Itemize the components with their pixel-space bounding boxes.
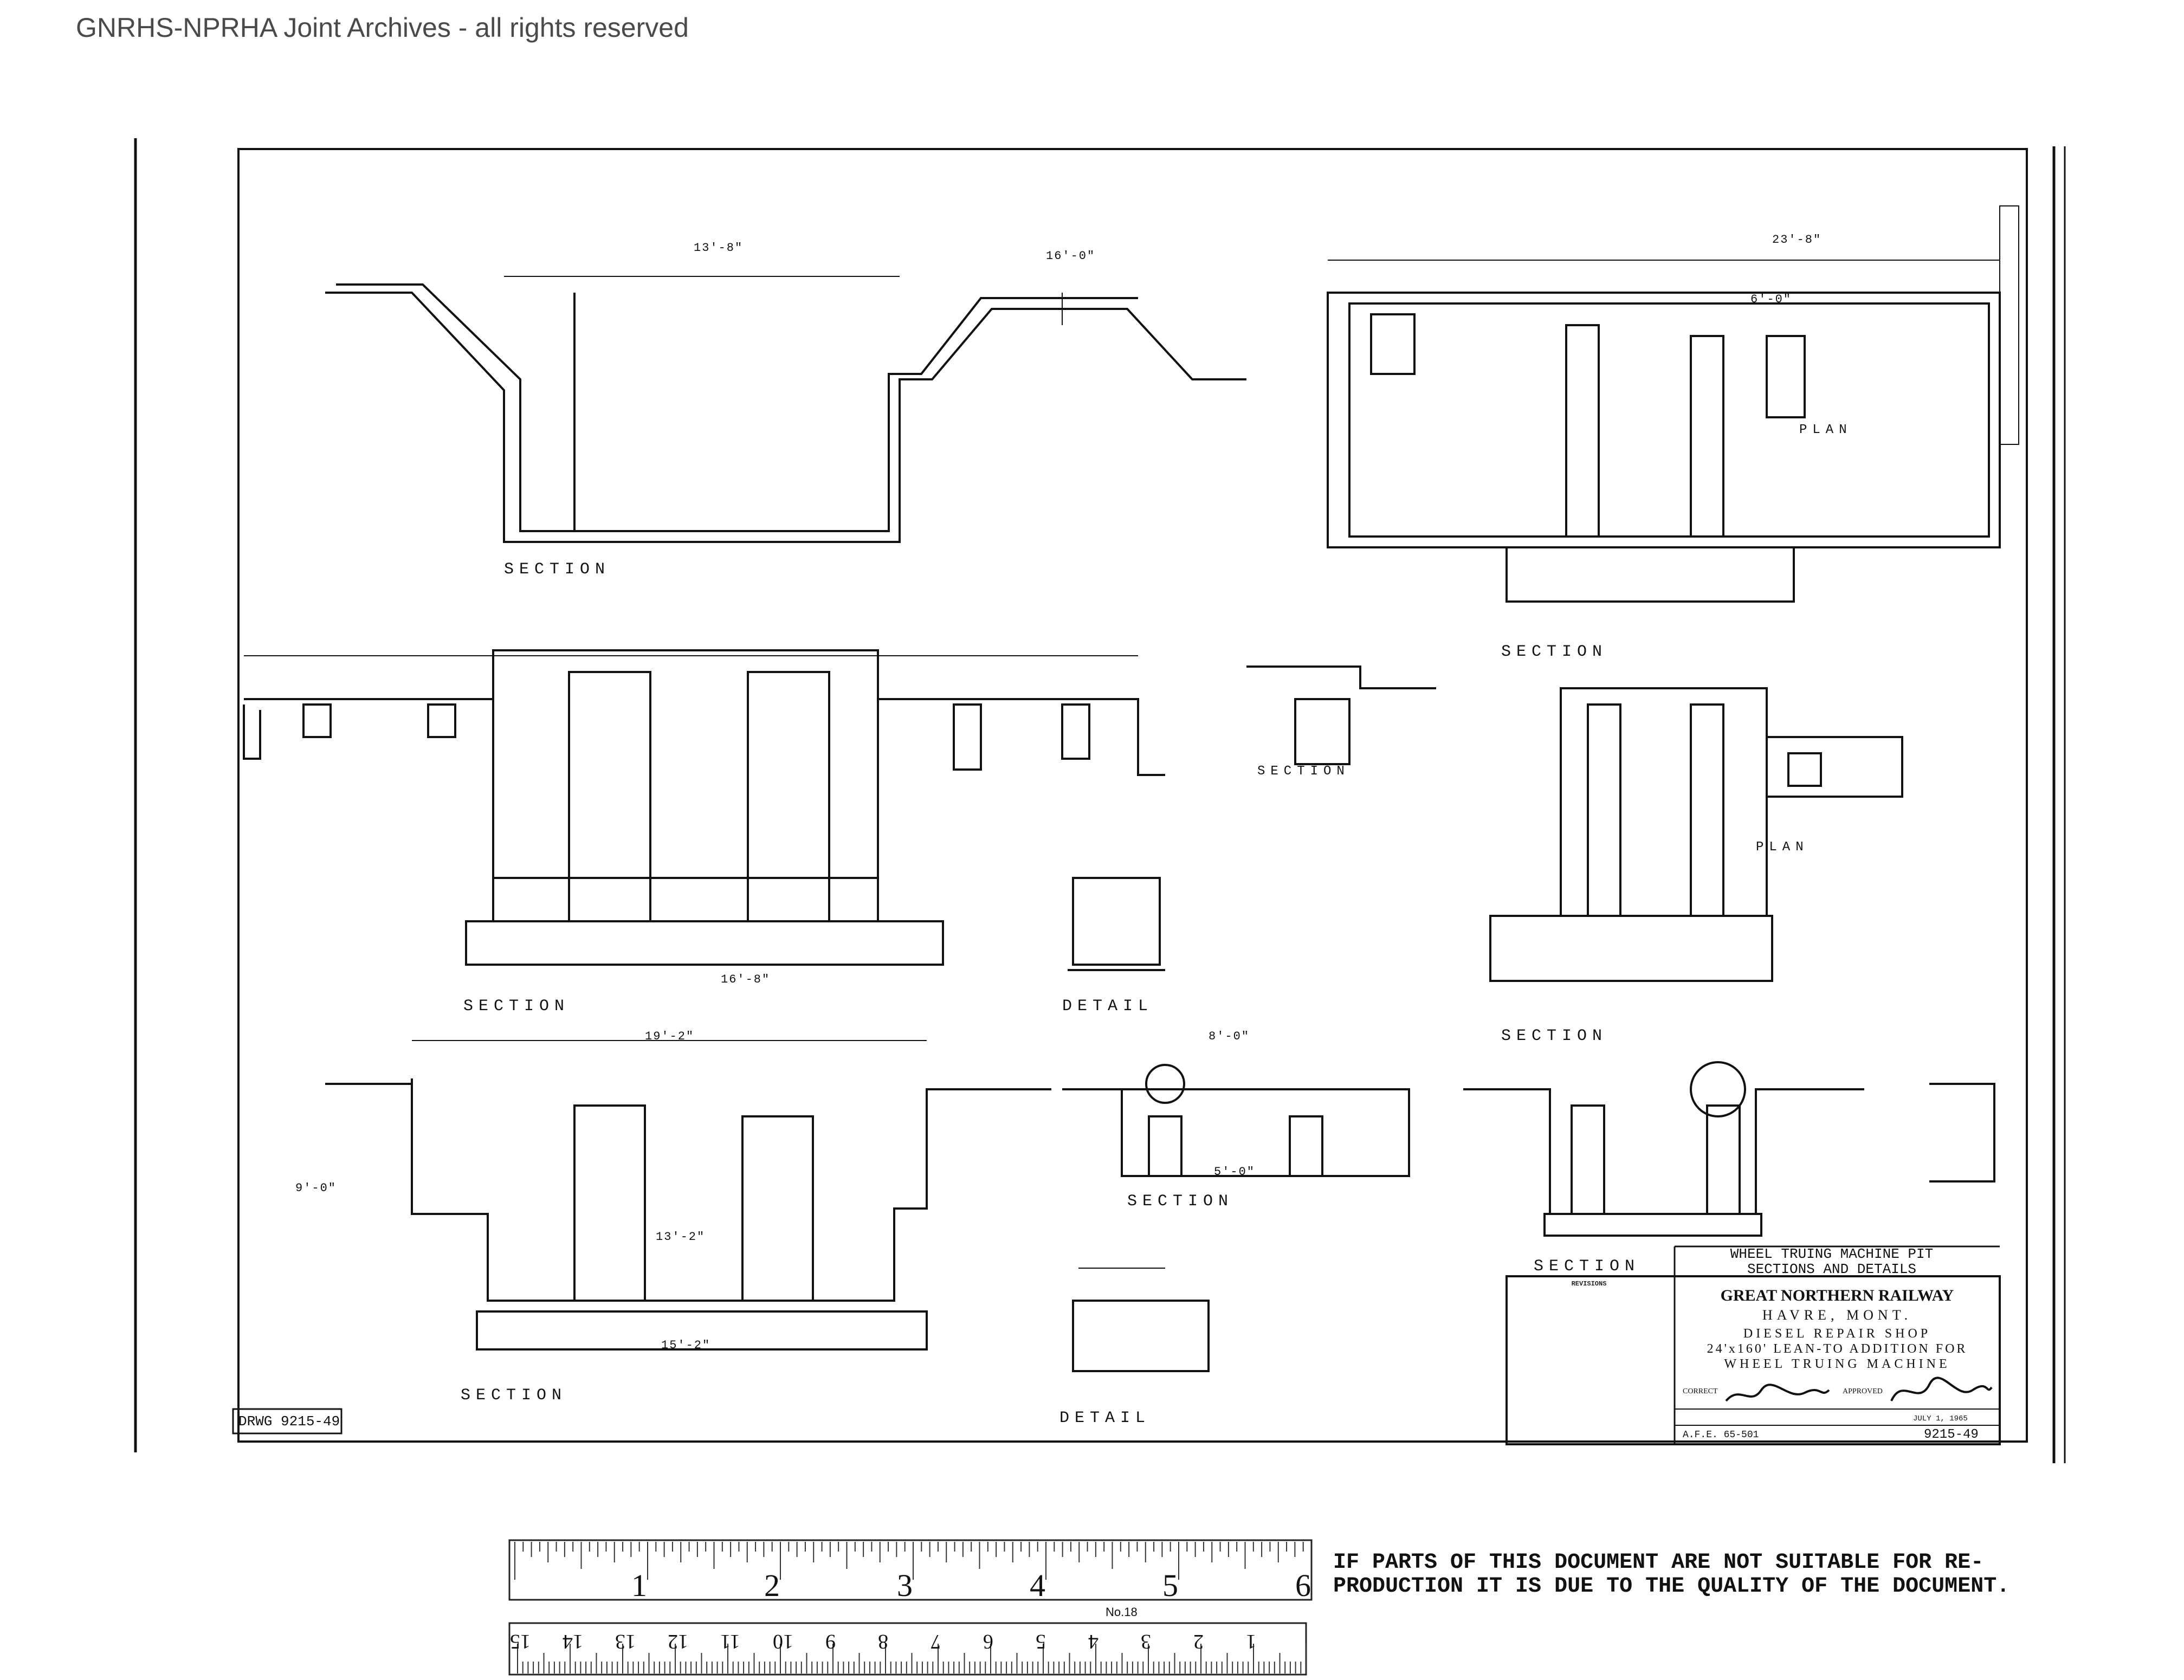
ruler-cm-number: 1 — [1246, 1630, 1256, 1653]
section-2-drawing — [243, 649, 1165, 966]
section-3-label: SECTION — [1257, 764, 1350, 779]
ruler-cm-number: 6 — [983, 1630, 993, 1653]
ruler-inch-number: 3 — [897, 1568, 913, 1603]
ruler-cm-number: 14 — [563, 1630, 583, 1653]
section-6-drawing — [325, 1040, 1051, 1351]
revisions-box: REVISIONS — [1571, 1280, 1607, 1288]
detail-a-label: DETAIL — [1062, 997, 1154, 1016]
ruler-cm-number: 13 — [615, 1630, 636, 1653]
section-5-drawing — [1489, 687, 1903, 982]
ruler-model: No.18 — [1106, 1605, 1138, 1619]
section-1-label: SECTION — [504, 560, 611, 579]
title-block: GREAT NORTHERN RAILWAY HAVRE, MONT. DIES… — [1680, 1279, 1994, 1444]
title-line-3: DIESEL REPAIR SHOP — [1743, 1327, 1931, 1341]
location: HAVRE, MONT. — [1762, 1307, 1912, 1323]
dimension-16-8: 16'-8" — [721, 973, 771, 986]
ruler-inch-number: 2 — [764, 1568, 780, 1603]
ruler-cm-number: 3 — [1141, 1630, 1151, 1653]
sheet-caption: WHEEL TRUING MACHINE PIT SECTIONS AND DE… — [1730, 1246, 1934, 1277]
section-4-label: SECTION — [1501, 643, 1608, 661]
left-drawing-number: DRWG 9215-49 — [238, 1413, 340, 1430]
railway-name: GREAT NORTHERN RAILWAY — [1720, 1287, 1954, 1304]
ruler-inch-number: 1 — [631, 1568, 647, 1603]
signature-correct — [1725, 1384, 1830, 1402]
section-5-label: SECTION — [1501, 1027, 1608, 1045]
ruler-cm-number: 10 — [773, 1630, 793, 1653]
ruler-cm-number: 7 — [931, 1630, 941, 1653]
dimension-5-0: 5'-0" — [1214, 1165, 1256, 1179]
drawing-date: JULY 1, 1965 — [1913, 1414, 1968, 1423]
ruler-cm-number: 2 — [1193, 1630, 1204, 1653]
correct-label: CORRECT — [1683, 1387, 1718, 1395]
title-line-4: 24'x160' LEAN-TO ADDITION FOR — [1707, 1342, 1968, 1356]
archive-watermark: GNRHS-NPRHA Joint Archives - all rights … — [76, 12, 689, 43]
detail-b-drawing — [1072, 1268, 1210, 1372]
detail-b-label: DETAIL — [1059, 1409, 1151, 1427]
dimension-9-0: 9'-0" — [295, 1181, 337, 1195]
dimension-15-2: 15'-2" — [661, 1339, 711, 1352]
ruler-cm-number: 15 — [510, 1630, 531, 1653]
title-block-frame — [1505, 1275, 2001, 1445]
ruler-cm-number: 12 — [668, 1630, 688, 1653]
approved-label: APPROVED — [1843, 1387, 1883, 1395]
ruler-inch-number: 4 — [1030, 1568, 1045, 1603]
ruler-cm-number: 5 — [1036, 1630, 1046, 1653]
ruler-cm-number: 8 — [878, 1630, 888, 1653]
section-7-drawing — [1062, 1064, 1410, 1177]
afe-number: A.F.E. 65-501 — [1683, 1430, 1759, 1440]
plan-label-bottom: PLAN — [1756, 840, 1809, 855]
section-8-label: SECTION — [1534, 1257, 1640, 1276]
plan-label-top: PLAN — [1799, 423, 1852, 437]
section-7-label: SECTION — [1127, 1192, 1234, 1211]
dimension-13-8: 13'-8" — [694, 241, 744, 255]
ruler-cm-number: 9 — [825, 1630, 836, 1653]
section-4-drawing — [1327, 205, 2019, 603]
ruler-inch-number: 5 — [1162, 1568, 1178, 1603]
ruler-cm-number: 4 — [1088, 1630, 1099, 1653]
ruler-cm-number: 11 — [720, 1630, 740, 1653]
section-6-label: SECTION — [461, 1386, 567, 1405]
title-drawing-number: 9215-49 — [1924, 1427, 1979, 1442]
dimension-overall: 23'-8" — [1772, 233, 1822, 247]
signature-approved — [1890, 1377, 1993, 1401]
quality-notice: IF PARTS OF THIS DOCUMENT ARE NOT SUITAB… — [1333, 1550, 2010, 1599]
dimension-8-0: 8'-0" — [1209, 1030, 1250, 1043]
section-1-drawing — [325, 276, 1246, 543]
dimension-6-0: 6'-0" — [1750, 293, 1792, 306]
title-line-5: WHEEL TRUING MACHINE — [1724, 1357, 1950, 1371]
section-2-label: SECTION — [463, 997, 570, 1016]
sheet-border — [237, 148, 2028, 1443]
detail-a-drawing — [1068, 877, 1165, 971]
section-3-drawing — [1246, 665, 1436, 765]
dimension-19-2: 19'-2" — [645, 1030, 695, 1043]
dimension-16-0: 16'-0" — [1046, 249, 1096, 263]
ruler-inch-number: 6 — [1295, 1568, 1311, 1603]
section-8-drawing — [1463, 1061, 1995, 1237]
dimension-13-2: 13'-2" — [656, 1230, 706, 1244]
